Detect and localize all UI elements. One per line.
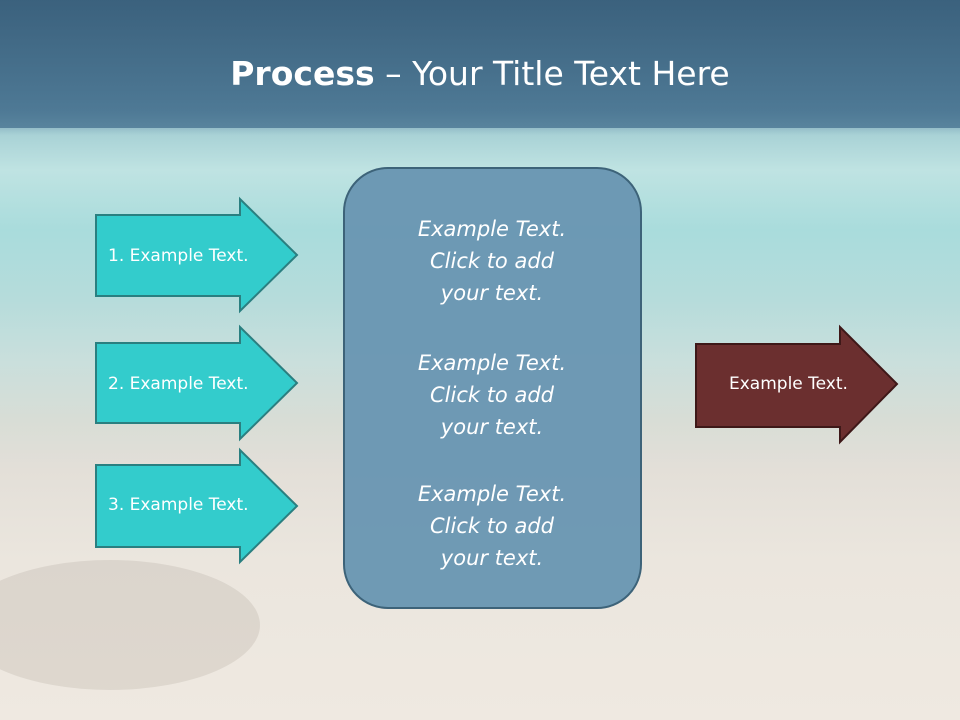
- center-text-2-line-3: your text.: [440, 415, 544, 439]
- left-arrow-2-label: 2. Example Text.: [108, 374, 249, 394]
- center-text-2-line-2: Click to add: [429, 383, 554, 407]
- center-text-3-line-1: Example Text.: [417, 482, 567, 506]
- title-bold: Process: [230, 54, 375, 93]
- left-arrow-1[interactable]: [95, 196, 299, 314]
- left-arrow-1-label: 1. Example Text.: [108, 246, 249, 266]
- center-text-3-line-2: Click to add: [429, 514, 554, 538]
- center-text-block-3[interactable]: Example Text. Click to add your text.: [346, 478, 638, 574]
- background-shadow: [0, 560, 260, 690]
- center-text-block-2[interactable]: Example Text. Click to add your text.: [346, 347, 638, 443]
- center-text-1-line-3: your text.: [440, 281, 544, 305]
- right-arrow-label: Example Text.: [729, 374, 848, 394]
- center-text-1-line-2: Click to add: [429, 249, 554, 273]
- center-text-1-line-1: Example Text.: [417, 217, 567, 241]
- title-band: [0, 0, 960, 128]
- center-text-2-line-1: Example Text.: [417, 351, 567, 375]
- left-arrow-2[interactable]: [95, 324, 299, 442]
- center-text-block-1[interactable]: Example Text. Click to add your text.: [346, 213, 638, 309]
- title-rest: – Your Title Text Here: [374, 54, 730, 93]
- center-box[interactable]: [343, 167, 643, 611]
- left-arrow-3[interactable]: [95, 447, 299, 565]
- left-arrow-3-label: 3. Example Text.: [108, 495, 249, 515]
- center-text-3-line-3: your text.: [440, 546, 544, 570]
- slide-title[interactable]: Process – Your Title Text Here: [0, 52, 960, 96]
- right-arrow[interactable]: [695, 324, 899, 446]
